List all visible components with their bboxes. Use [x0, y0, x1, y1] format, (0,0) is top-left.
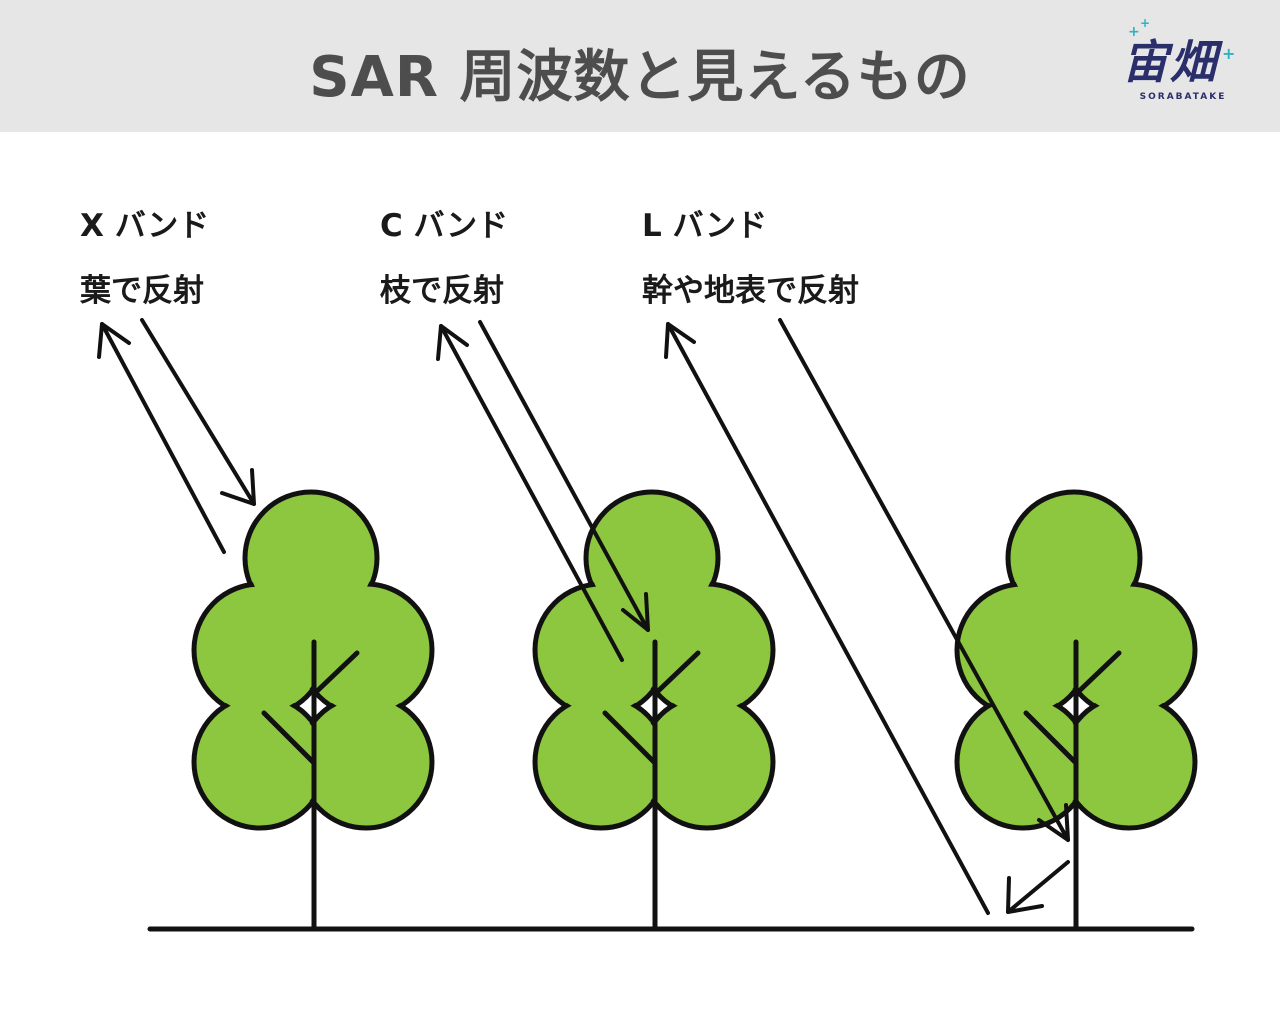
- x-band-arrows: [97, 318, 256, 554]
- x-band-description: 葉で反射: [80, 273, 204, 309]
- tree-3: [954, 489, 1198, 931]
- l-band-description: 幹や地表で反射: [642, 273, 859, 309]
- sorabatake-logo: + + + 宙畑 SORABATAKE: [1118, 16, 1248, 110]
- c-band-arrows: [436, 320, 650, 662]
- page-title: SAR 周波数と見えるもの: [309, 45, 971, 110]
- x-band-name: X バンド: [80, 208, 210, 244]
- l-band-arrows: [664, 318, 1070, 915]
- logo-plus-icon: +: [1140, 16, 1151, 30]
- c-band-description: 枝で反射: [380, 273, 504, 309]
- logo-subtitle: SORABATAKE: [1139, 92, 1227, 102]
- header-bar: [0, 0, 1280, 132]
- logo-plus-icon: +: [1222, 44, 1236, 63]
- l-band-name: L バンド: [642, 208, 768, 244]
- c-band-name: C バンド: [380, 208, 509, 244]
- logo-mark: 宙畑: [1122, 35, 1218, 89]
- tree-2: [532, 489, 776, 931]
- tree-1: [191, 489, 435, 931]
- logo-plus-icon: +: [1128, 24, 1140, 40]
